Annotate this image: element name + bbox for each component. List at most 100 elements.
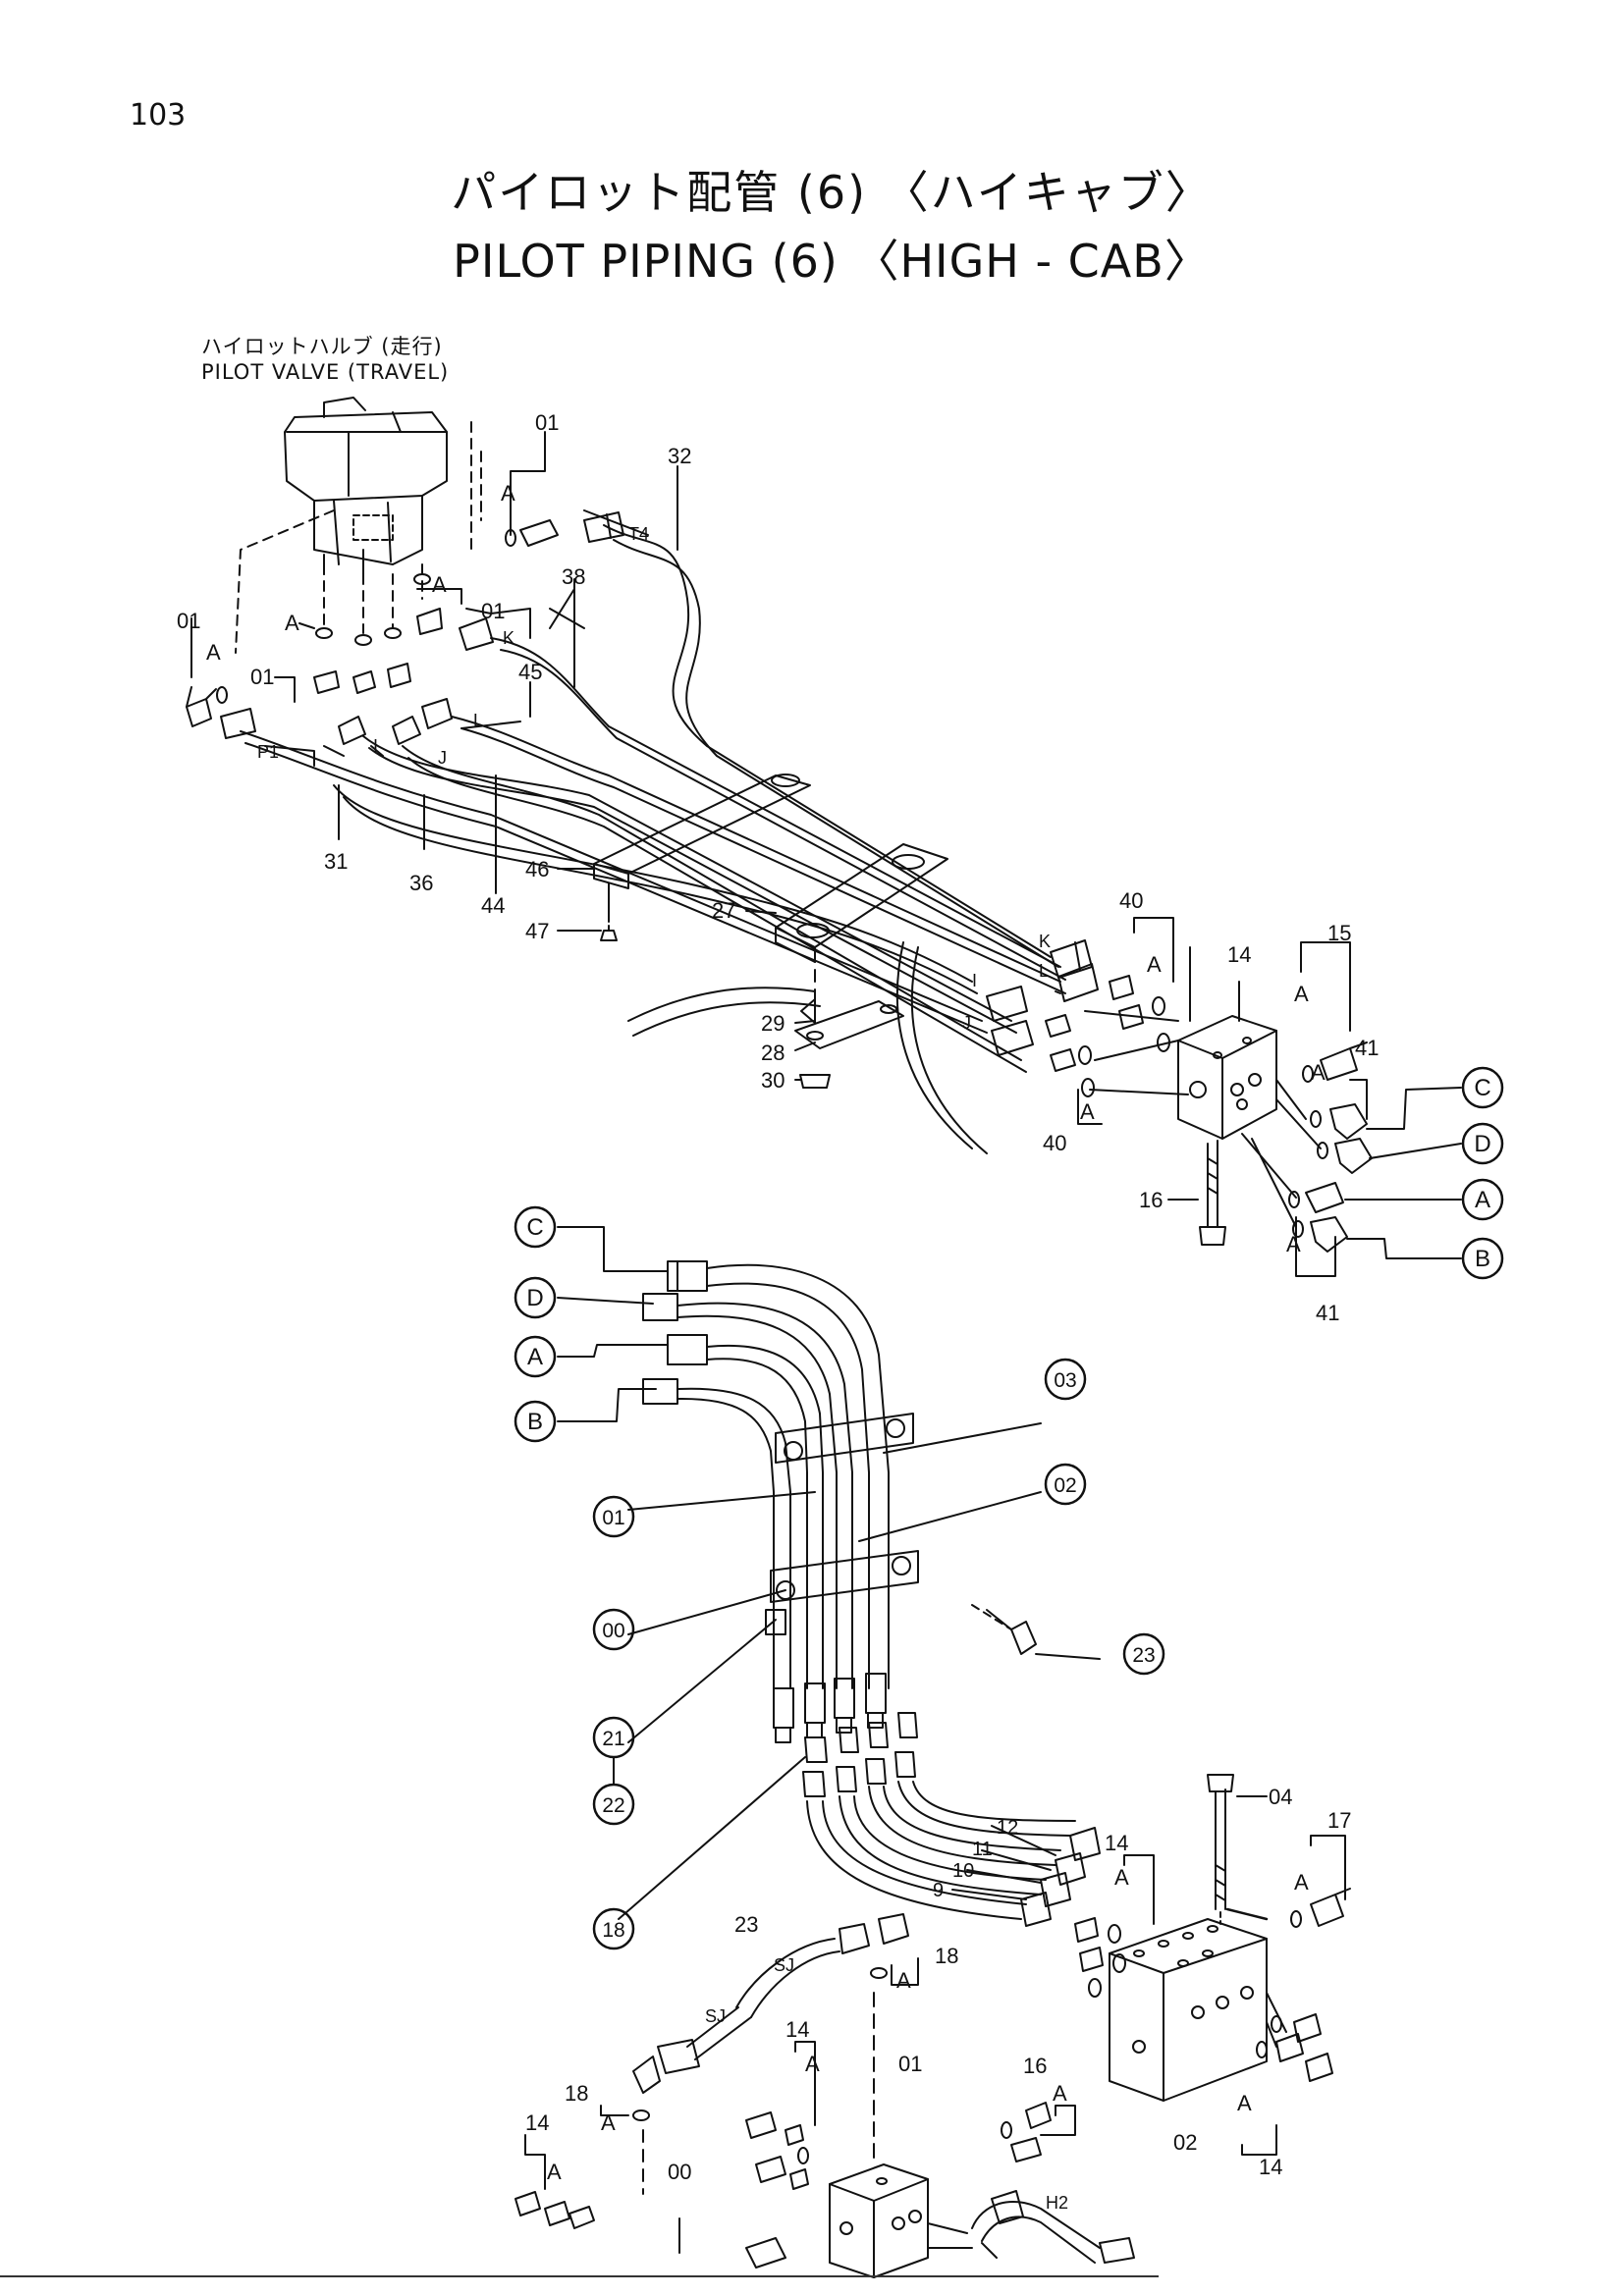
label-01d: 01 (250, 665, 274, 689)
label-29: 29 (761, 1011, 785, 1036)
label-46: 46 (525, 857, 549, 881)
label-k2: K (1039, 932, 1051, 951)
fitting-18-upper (878, 1913, 909, 1945)
label-31: 31 (324, 849, 348, 874)
bracket-16-lower (1040, 2105, 1076, 2136)
label-a17: A (1237, 2091, 1252, 2115)
label-t4: T4 (628, 524, 649, 544)
pilot-valve-label: ハイロットハルブ (走行) PILOT VALVE (TRAVEL) (201, 334, 449, 385)
balloon-a-upper: A (1475, 1187, 1490, 1213)
bolt-47 (600, 930, 618, 941)
label-17: 17 (1327, 1808, 1351, 1833)
fitting-sj-upper (839, 1923, 870, 1954)
label-40a: 40 (1119, 888, 1143, 913)
lower-hose-end-fittings (1020, 1827, 1101, 1927)
label-k1: K (503, 628, 514, 648)
middle-hose-fittings (642, 1260, 708, 1405)
fittings-block-01 (745, 2102, 1052, 2190)
o-rings-valve (216, 529, 516, 704)
pilot-valve-label-en: PILOT VALVE (TRAVEL) (201, 360, 450, 384)
bolt-04 (1207, 1774, 1234, 1910)
bracket-41-lower (1295, 1216, 1336, 1277)
lead-lines-40 (1084, 1010, 1189, 1095)
balloon-d-upper: D (1474, 1131, 1490, 1157)
clamp-28 (794, 998, 904, 1049)
balloon-00: 00 (602, 1620, 624, 1642)
balloon-d-middle: D (526, 1285, 543, 1311)
lower-hose-bundle (806, 1781, 1076, 1920)
label-14e: 14 (1259, 2155, 1282, 2179)
label-23: 23 (734, 1912, 758, 1937)
label-00: 00 (668, 2160, 691, 2184)
reference-balloons (514, 1066, 1504, 1950)
label-a8: A (1080, 1099, 1095, 1124)
fittings-right-14 (1288, 1041, 1373, 1253)
balloon-01: 01 (602, 1507, 624, 1529)
label-sj1: SJ (774, 1955, 794, 1975)
label-02: 02 (1173, 2130, 1197, 2155)
control-block-02 (1109, 1918, 1268, 2102)
page-title-japanese: パイロット配管 (6) 〈ハイキャブ〉 (451, 166, 1213, 219)
bolt-30 (799, 1074, 831, 1089)
label-14d: 14 (525, 2110, 549, 2135)
label-36: 36 (409, 871, 433, 895)
label-sj2: SJ (705, 2006, 726, 2026)
fittings-block-02 (1074, 1888, 1351, 2082)
label-14b: 14 (1105, 1831, 1128, 1855)
balloon-b-middle: B (527, 1409, 543, 1435)
page-title-english: PILOT PIPING (6) 〈HIGH - CAB〉 (453, 235, 1211, 288)
label-12: 12 (997, 1817, 1018, 1839)
label-a11: A (1114, 1865, 1129, 1890)
middle-adapters-18 (802, 1712, 918, 1797)
label-01a: 01 (535, 410, 559, 435)
balloon-b-upper: B (1475, 1246, 1490, 1272)
label-a12: A (896, 1968, 911, 1993)
port-lead-lines (235, 421, 482, 654)
bracket-17 (1310, 1835, 1346, 1900)
label-i2: I (972, 971, 977, 990)
label-a2: A (432, 572, 447, 597)
balloon-02: 02 (1054, 1474, 1076, 1497)
label-01e: 01 (898, 2052, 922, 2076)
bolt-23 (986, 1609, 1037, 1655)
label-l1: L (473, 711, 483, 730)
label-a7: A (1311, 1060, 1326, 1085)
balloon-22: 22 (602, 1794, 624, 1817)
label-01b: 01 (481, 599, 505, 623)
fitting-18-lower (632, 2056, 661, 2094)
balloon-a-middle: A (527, 1344, 543, 1370)
label-44: 44 (481, 893, 505, 918)
label-i1: I (373, 736, 378, 756)
fitting-sj-lower (657, 2039, 700, 2074)
bracket-14-low-left (524, 2134, 546, 2190)
label-16b: 16 (1023, 2054, 1047, 2078)
middle-hose-bundle (677, 1263, 890, 1689)
label-9: 9 (933, 1880, 944, 1901)
control-block-01 (829, 2163, 929, 2278)
label-a6: A (1294, 982, 1309, 1006)
o-ring-18-lower (632, 2109, 650, 2121)
hose-h2 (927, 2190, 1135, 2264)
bracket-18a (891, 1957, 919, 1986)
balloon-23: 23 (1132, 1644, 1155, 1667)
page-number: 103 (130, 98, 187, 133)
label-a15: A (601, 2110, 616, 2135)
label-a13: A (805, 2052, 820, 2076)
middle-clamp-upper (775, 1413, 914, 1464)
label-04: 04 (1269, 1785, 1292, 1809)
fittings-valve (186, 511, 624, 745)
label-18a: 18 (935, 1944, 958, 1968)
label-a14: A (1053, 2081, 1067, 2106)
balloon-c-middle: C (526, 1214, 543, 1241)
label-16a: 16 (1139, 1188, 1163, 1212)
hose-bracket-46 (593, 774, 811, 889)
label-14c: 14 (785, 2017, 809, 2042)
bolt-16 (1199, 1140, 1226, 1246)
callout-leaders (186, 431, 1268, 1920)
label-38: 38 (562, 564, 585, 589)
pilot-valve-label-jp: ハイロットハルブ (走行) (201, 335, 443, 358)
pilot-valve-body (284, 397, 448, 580)
label-11: 11 (972, 1839, 993, 1860)
bracket-18b (600, 2105, 629, 2116)
